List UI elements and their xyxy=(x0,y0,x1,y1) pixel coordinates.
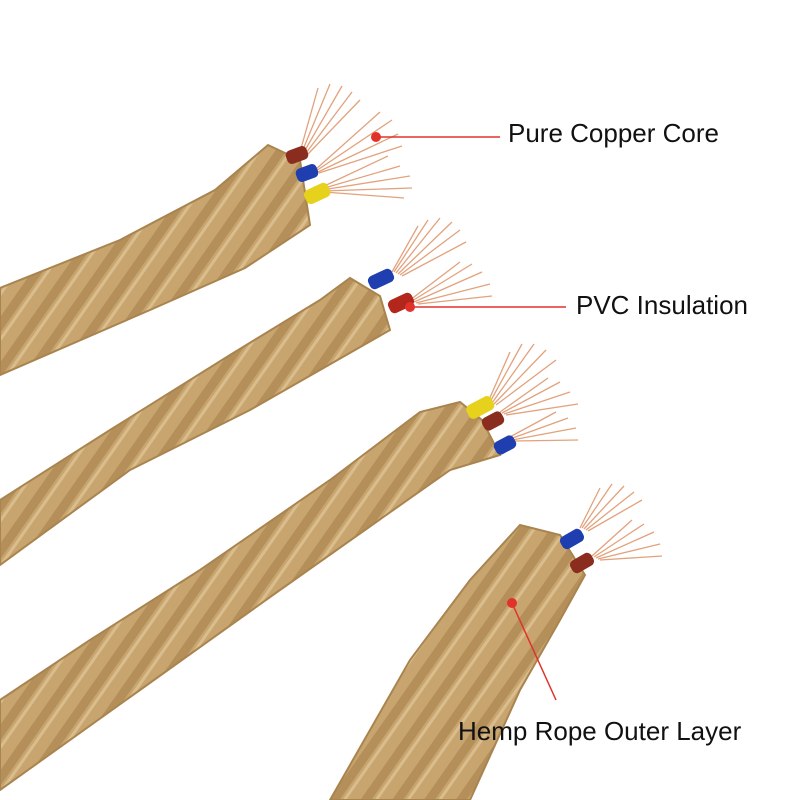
pvc-wire-yellow xyxy=(303,182,331,205)
hemp-cable-1 xyxy=(0,83,413,377)
hemp-cable-4 xyxy=(328,483,663,800)
hemp-cable-3 xyxy=(0,343,579,792)
hemp-cable-2 xyxy=(0,217,493,567)
copper-core-strands xyxy=(487,343,579,442)
label-pvc-insulation: PVC Insulation xyxy=(576,290,748,320)
pvc-wire-yellow xyxy=(466,396,495,419)
hemp-rope-body xyxy=(0,276,392,567)
pvc-wire-blue xyxy=(559,528,585,550)
copper-core-strands xyxy=(579,483,663,561)
callout-dot xyxy=(507,598,517,608)
hemp-rope-body xyxy=(328,523,587,800)
callout-hemp xyxy=(507,598,557,701)
pvc-wire-blue xyxy=(493,435,517,455)
pvc-wire-brown xyxy=(285,146,309,164)
label-hemp-outer-layer: Hemp Rope Outer Layer xyxy=(458,716,742,746)
copper-core-strands xyxy=(391,217,493,305)
copper-core-strands xyxy=(299,83,413,199)
callout-copper xyxy=(371,132,500,142)
pvc-wire-red xyxy=(387,292,415,314)
label-copper-core: Pure Copper Core xyxy=(508,118,719,148)
pvc-wire-brown xyxy=(569,552,595,574)
callout-pvc xyxy=(405,302,566,312)
pvc-wire-brown xyxy=(481,411,505,431)
callout-line xyxy=(511,602,557,701)
hemp-rope-body xyxy=(0,400,502,792)
pvc-wire-blue xyxy=(295,164,319,182)
pvc-wire-blue xyxy=(367,268,395,290)
